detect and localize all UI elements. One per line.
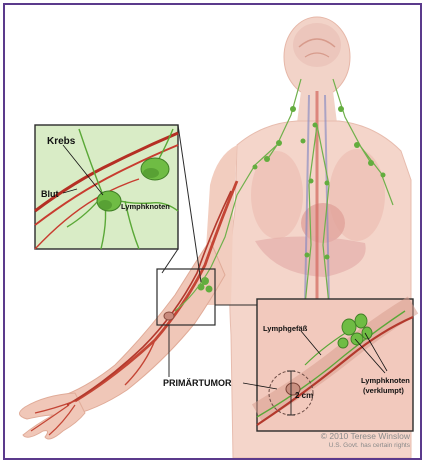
label-size: 2 cm: [295, 391, 313, 400]
copyright-line-1: © 2010 Terese Winslow: [321, 432, 410, 441]
label-blood: Blut: [41, 189, 59, 199]
copyright-line-2: U.S. Govt. has certain rights: [321, 441, 410, 450]
label-primary-tumor: PRIMÄRTUMOR: [163, 378, 232, 388]
label-clumped-nodes-line2: (verklumpt): [363, 386, 404, 395]
label-lymph-node: Lymphknoten: [121, 202, 170, 211]
inset-clumped-nodes-detail: [257, 299, 413, 431]
primary-tumor-mark: [164, 312, 174, 320]
copyright-notice: © 2010 Terese Winslow U.S. Govt. has cer…: [321, 432, 410, 450]
diagram-frame: Krebs Blut Lymphknoten Lymphgefäß Lymphk…: [3, 3, 422, 460]
anatomy-illustration: Krebs Blut Lymphknoten Lymphgefäß Lymphk…: [5, 5, 420, 458]
label-clumped-nodes-line1: Lymphknoten: [361, 376, 410, 385]
label-lymph-vessel: Lymphgefäß: [263, 324, 308, 333]
label-cancer: Krebs: [47, 136, 76, 147]
